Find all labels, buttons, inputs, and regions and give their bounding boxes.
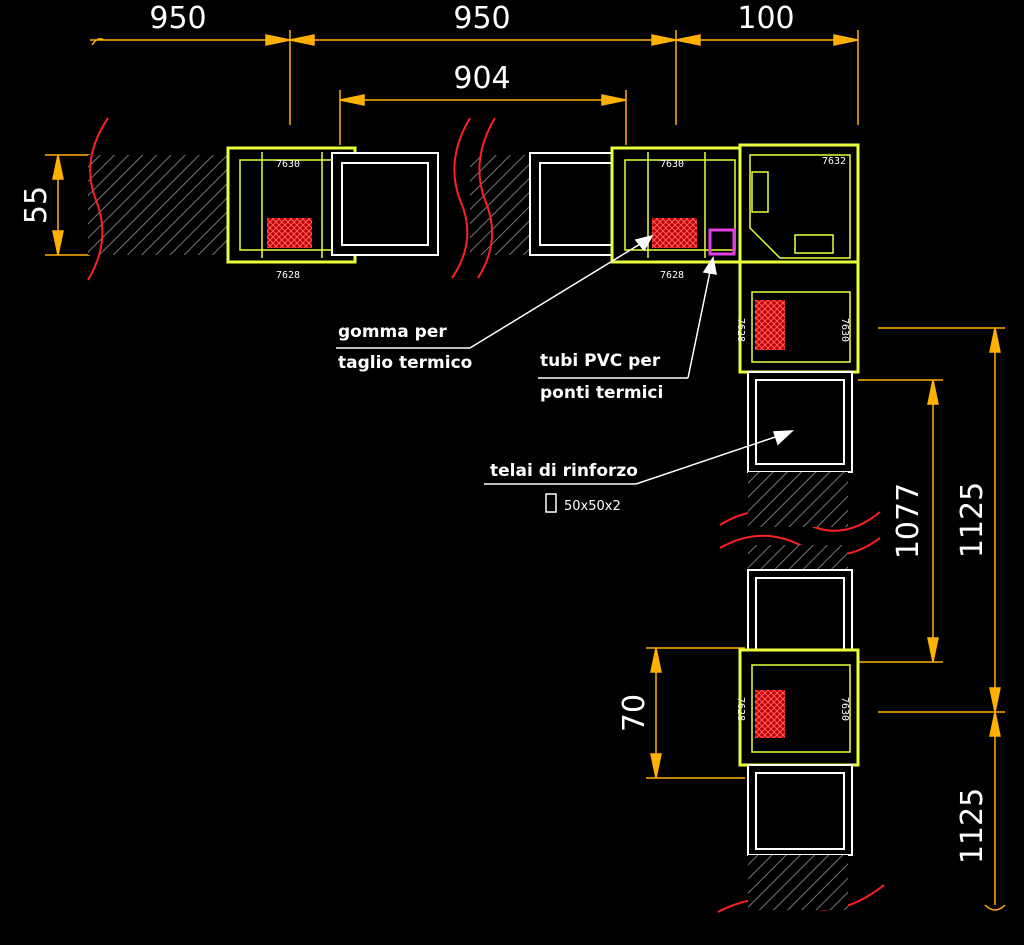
- dim-right-lower: 1125: [955, 788, 990, 864]
- code-vertical-lower-b: 7630: [839, 697, 850, 721]
- dim-bottom-left: 70: [617, 694, 652, 732]
- note-frame-size: 50x50x2: [564, 499, 621, 514]
- dim-left-height: 55: [19, 186, 54, 224]
- code-vertical-upper-a: 7628: [735, 318, 746, 342]
- note-gasket-line1: gomma per: [338, 322, 447, 342]
- vertical-wall: [738, 260, 860, 910]
- note-gasket-line2: taglio termico: [338, 353, 472, 373]
- dim-right-inner: 1077: [891, 483, 926, 559]
- code-vertical-upper-b: 7630: [839, 318, 850, 342]
- code-top-right-lower: 7628: [660, 270, 684, 281]
- dimension-lines: [45, 30, 1006, 911]
- code-vertical-lower-a: 7628: [735, 697, 746, 721]
- dim-inner-top: 904: [453, 61, 510, 96]
- leader-lines: [336, 234, 795, 485]
- note-pvc-line1: tubi PVC per: [540, 351, 661, 371]
- code-top-right-upper: 7630: [660, 159, 684, 170]
- code-top-left-upper: 7630: [276, 159, 300, 170]
- dim-top-middle: 950: [453, 1, 510, 36]
- dim-top-right: 100: [737, 1, 794, 36]
- tube-section-icon: [545, 493, 557, 513]
- dim-top-left: 950: [149, 1, 206, 36]
- horizontal-wall: [88, 143, 860, 292]
- note-pvc-line2: ponti termici: [540, 383, 663, 403]
- note-frame-line1: telai di rinforzo: [490, 461, 638, 481]
- code-corner: 7632: [822, 156, 846, 167]
- dim-right-upper: 1125: [955, 482, 990, 558]
- code-top-left-lower: 7628: [276, 270, 300, 281]
